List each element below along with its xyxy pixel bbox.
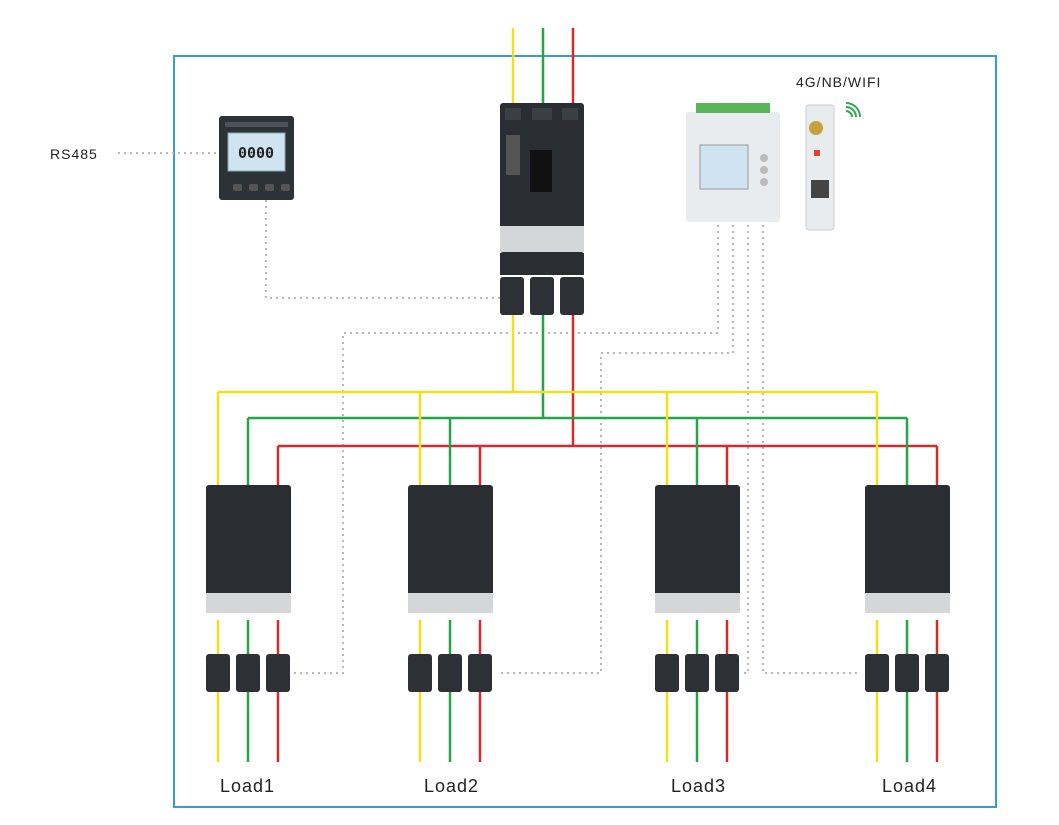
main-breaker [500, 103, 584, 275]
antenna-icon [809, 121, 823, 135]
load-label-3: Load3 [671, 776, 727, 796]
branch-breakers [206, 485, 950, 613]
load-label-2: Load2 [424, 776, 480, 796]
load-label-1: Load1 [220, 776, 276, 796]
panel-meter: 0000 [219, 116, 294, 200]
rs485-label: RS485 [50, 146, 98, 162]
lcd-display-icon [227, 132, 286, 172]
iot-gateway [805, 104, 835, 231]
branch-lines [216, 392, 939, 762]
main-current-transformers [500, 277, 584, 315]
branch-current-transformers [206, 654, 949, 692]
multi-circuit-meter [686, 103, 780, 222]
branch-breaker-faces [206, 593, 950, 613]
comm-lines [118, 152, 858, 674]
incoming-feed [511, 28, 575, 110]
system-frame [173, 55, 997, 808]
bus-lines [218, 390, 937, 448]
trunk-lines [511, 305, 575, 446]
wireless-label: 4G/NB/WIFI [796, 74, 882, 90]
load-label-4: Load4 [882, 776, 938, 796]
wifi-icon [845, 102, 861, 118]
meter-display-value: 0000 [238, 144, 274, 162]
